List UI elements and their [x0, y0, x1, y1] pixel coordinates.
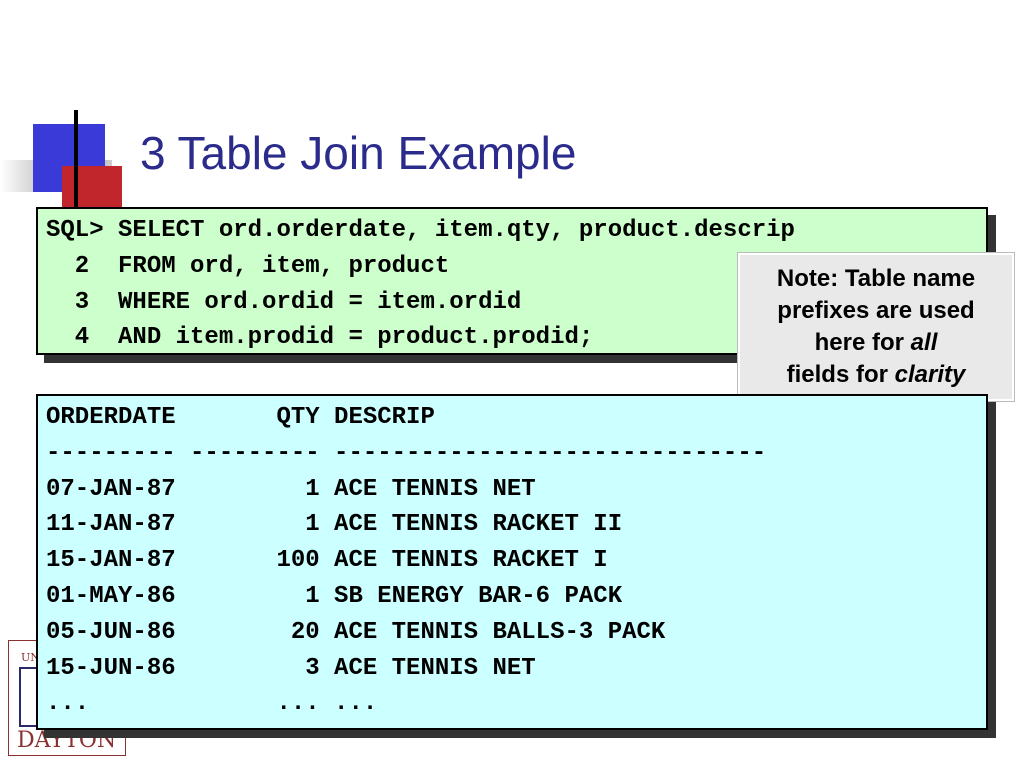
note-emphasis: clarity [894, 361, 966, 388]
query-result-box: ORDERDATE QTY DESCRIP --------- ---------… [36, 394, 988, 730]
result-row: 11-JAN-87 1 ACE TENNIS RACKET II [46, 511, 623, 539]
decorative-red-square [62, 166, 122, 210]
result-row: ... ... ... [46, 690, 378, 718]
result-row: 05-JUN-86 20 ACE TENNIS BALLS-3 PACK [46, 618, 666, 646]
note-emphasis: all [910, 329, 938, 356]
note-callout: Note: Table name prefixes are used here … [738, 253, 1014, 401]
sql-line: 2 FROM ord, item, product [46, 252, 450, 280]
note-line: prefixes are used [777, 297, 975, 324]
result-row: 15-JUN-86 3 ACE TENNIS NET [46, 654, 536, 682]
sql-line: 4 AND item.prodid = product.prodid; [46, 324, 594, 352]
result-row: 07-JAN-87 1 ACE TENNIS NET [46, 475, 536, 503]
note-line: Note: Table name [776, 265, 976, 292]
note-line: here for all [740, 327, 1012, 359]
logo-bottom-text: DAYTON [17, 728, 117, 753]
sql-line: 3 WHERE ord.ordid = item.ordid [46, 288, 522, 316]
slide-title: 3 Table Join Example [140, 127, 577, 179]
note-text: fields for [786, 361, 895, 388]
result-separator: --------- --------- --------------------… [46, 439, 767, 467]
note-text: here for [814, 329, 911, 356]
result-header: ORDERDATE QTY DESCRIP [46, 404, 435, 431]
note-line: fields for clarity [740, 359, 1012, 391]
result-row: 01-MAY-86 1 SB ENERGY BAR-6 PACK [46, 582, 623, 610]
sql-line: SQL> SELECT ord.orderdate, item.qty, pro… [46, 217, 795, 244]
decorative-vertical-line [74, 110, 78, 214]
result-row: 15-JAN-87 100 ACE TENNIS RACKET I [46, 547, 608, 575]
